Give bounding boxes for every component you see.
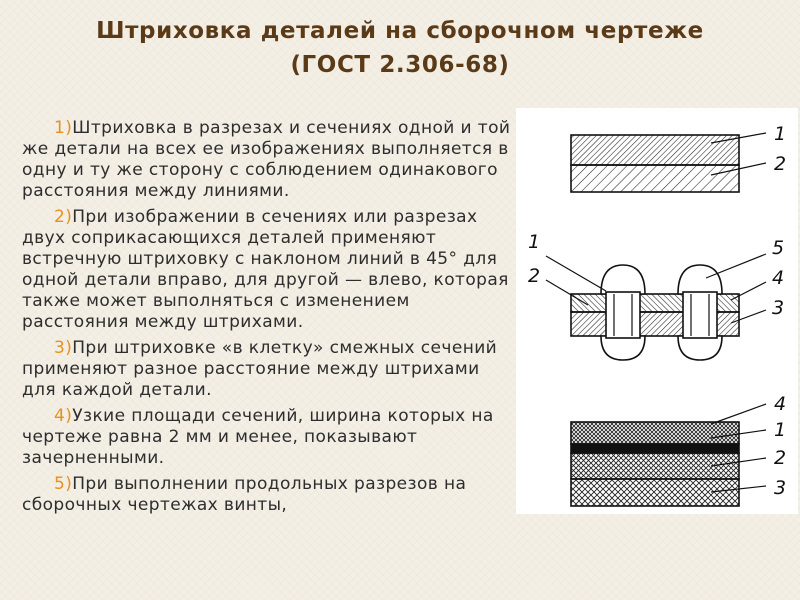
slide-title: Штриховка деталей на сборочном чертеже (…	[0, 14, 800, 82]
title-line-2: (ГОСТ 2.306-68)	[290, 52, 510, 78]
rule-number: 3)	[54, 338, 73, 358]
rule-number: 4)	[54, 406, 73, 426]
figure-bottom-label-4: 4	[774, 393, 786, 415]
figure-top-label-2: 2	[774, 153, 786, 175]
rule-text: Штриховка в разрезах и сечениях одной и …	[22, 118, 511, 201]
rule-paragraph: 1)Штриховка в разрезах и сечениях одной …	[22, 118, 514, 202]
hatching-figure: 1 2 1 2 5 4 3	[516, 108, 798, 514]
figure-middle-label-4: 4	[772, 267, 784, 289]
hatching-drawing: 1 2 1 2 5 4 3	[528, 123, 786, 507]
figure-middle-riveted-joint	[545, 253, 767, 361]
rule-number: 1)	[54, 118, 73, 138]
rule-paragraph: 5)При выполнении продольных разрезов на …	[22, 474, 514, 516]
rule-number: 5)	[54, 474, 73, 494]
rule-number: 2)	[54, 207, 73, 227]
rule-paragraph: 3)При штриховке «в клетку» смежных сечен…	[22, 338, 514, 401]
figure-middle-label-1: 1	[528, 231, 540, 253]
figure-bottom-label-1: 1	[774, 419, 786, 441]
rule-text: При изображении в сечениях или разрезах …	[22, 207, 509, 332]
rule-paragraph: 2)При изображении в сечениях или разреза…	[22, 207, 514, 333]
figure-bottom-cross-hatched	[570, 403, 767, 507]
figure-bottom-label-2: 2	[774, 447, 786, 469]
rule-paragraph: 4)Узкие площади сечений, ширина которых …	[22, 406, 514, 469]
rule-text: При штриховке «в клетку» смежных сечений…	[22, 338, 498, 400]
figure-bottom-label-3: 3	[774, 477, 786, 499]
rules-list: 1)Штриховка в разрезах и сечениях одной …	[22, 118, 514, 521]
figure-middle-label-2: 2	[528, 265, 540, 287]
rule-text: При выполнении продольных разрезов на сб…	[22, 474, 467, 515]
figure-top-label-1: 1	[774, 123, 786, 145]
figure-middle-label-3: 3	[772, 297, 784, 319]
figure-middle-label-5: 5	[772, 237, 784, 259]
rule-text: Узкие площади сечений, ширина которых на…	[22, 406, 494, 468]
figure-top-plates	[570, 132, 767, 193]
title-line-1: Штриховка деталей на сборочном чертеже	[96, 18, 704, 44]
